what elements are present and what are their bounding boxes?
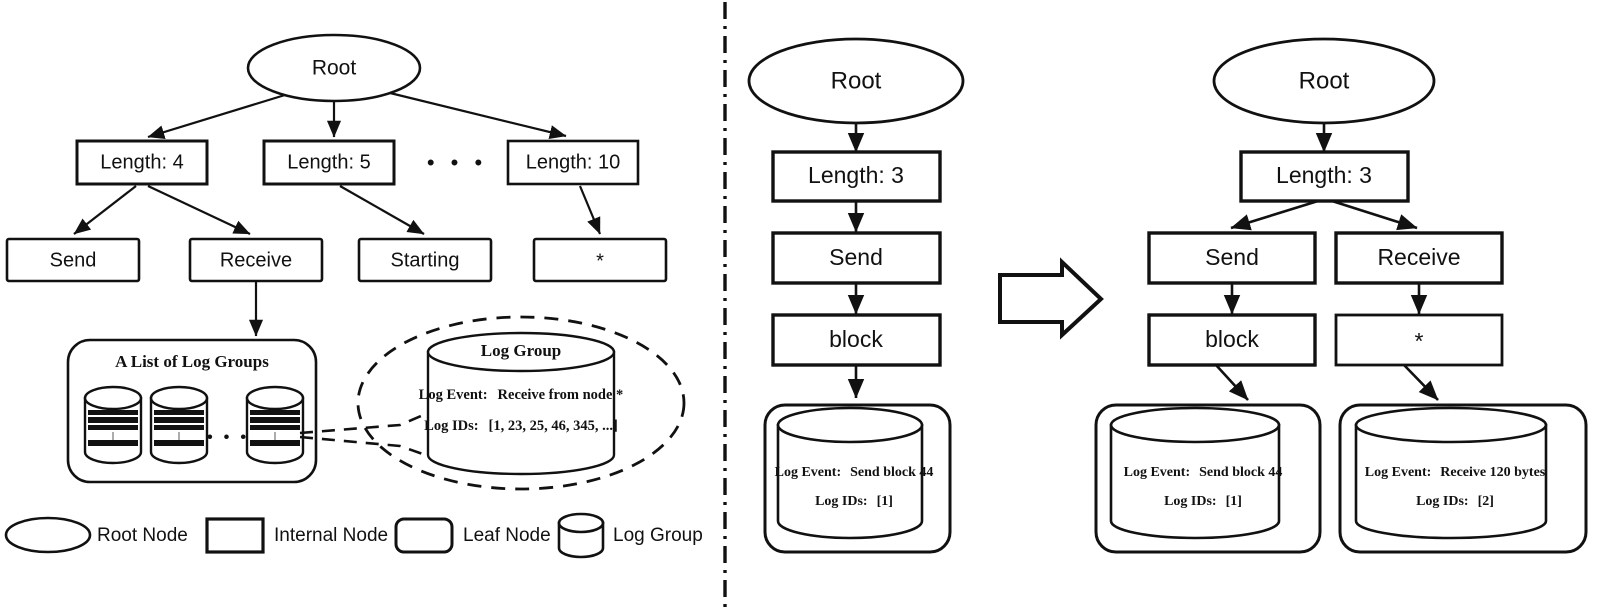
right-log-group-1-event: Log Event:Receive 120 bytes bbox=[1365, 465, 1546, 480]
left-leaf-label-2: Starting bbox=[391, 249, 460, 271]
left-root-edges bbox=[147, 91, 567, 139]
right-node-block[interactable]: block bbox=[1147, 313, 1317, 367]
legend-label-1: Internal Node bbox=[274, 525, 388, 546]
legend-item-log-group: Log Group bbox=[557, 512, 703, 559]
right-node-receive[interactable]: Receive bbox=[1334, 231, 1504, 285]
middle-chain-label-1: Send bbox=[829, 244, 883, 270]
left-callout-title: Log Group bbox=[481, 341, 561, 360]
middle-root-label: Root bbox=[831, 67, 882, 94]
right-edge-block-to-loggroup bbox=[1215, 364, 1249, 401]
right-edge-wildcard-to-loggroup bbox=[1403, 364, 1439, 401]
middle-node-send[interactable]: Send bbox=[771, 231, 942, 285]
left-leaf-label-3: * bbox=[596, 250, 604, 272]
right-node-send[interactable]: Send bbox=[1147, 231, 1317, 285]
left-log-group-list[interactable]: A List of Log Groups bbox=[66, 338, 318, 484]
legend-cylinder-icon bbox=[557, 512, 605, 559]
left-leaf-node-wildcard[interactable]: * bbox=[532, 237, 668, 283]
left-root-label: Root bbox=[312, 57, 357, 80]
legend-rounded-rectangle-icon bbox=[394, 517, 454, 554]
left-internal-ellipsis: • • • bbox=[427, 150, 487, 175]
left-internal-node-length-4[interactable]: Length: 4 bbox=[75, 139, 209, 186]
left-log-group-list-title: A List of Log Groups bbox=[115, 352, 269, 371]
legend-item-leaf-node: Leaf Node bbox=[394, 517, 551, 554]
right-branch-0-level2: block bbox=[1205, 326, 1259, 352]
left-callout-connector bbox=[299, 393, 471, 472]
left-panel: Root Length: 4 Length: 5 • • • Length: 1… bbox=[5, 33, 686, 491]
right-branch-1-level1: Receive bbox=[1377, 244, 1460, 270]
left-leaf-label-0: Send bbox=[50, 249, 97, 271]
legend-item-root-node: Root Node bbox=[4, 516, 188, 554]
middle-log-ids-line: Log IDs:[1] bbox=[815, 494, 893, 509]
left-internal-node-length-10[interactable]: Length: 10 bbox=[506, 139, 640, 186]
right-panel: Root Length: 3 Send block Log Event:Send… bbox=[1094, 37, 1588, 554]
left-leaf-node-starting[interactable]: Starting bbox=[357, 237, 493, 283]
left-internal-label-2: Length: 10 bbox=[526, 151, 621, 173]
legend-label-3: Log Group bbox=[613, 525, 703, 546]
right-log-group-0-ids: Log IDs:[1] bbox=[1164, 494, 1242, 509]
legend-ellipse-icon bbox=[4, 516, 92, 554]
middle-log-event-line: Log Event:Send block 44 bbox=[775, 465, 934, 480]
right-log-group-0-event: Log Event:Send block 44 bbox=[1124, 465, 1283, 480]
left-log-group-item-2[interactable] bbox=[149, 385, 209, 465]
right-node-wildcard[interactable]: * bbox=[1334, 313, 1504, 367]
legend-rectangle-icon bbox=[205, 517, 265, 554]
left-callout-ellipse bbox=[356, 315, 686, 491]
middle-panel: Root Length: 3 Send block Log Event:Send… bbox=[747, 37, 965, 554]
right-log-group-1-ids: Log IDs:[2] bbox=[1416, 494, 1494, 509]
right-node-length-3[interactable]: Length: 3 bbox=[1239, 150, 1410, 203]
middle-root-node[interactable]: Root bbox=[747, 37, 965, 125]
legend-item-internal-node: Internal Node bbox=[205, 517, 388, 554]
left-log-group-item-3[interactable] bbox=[245, 385, 305, 465]
right-branch-1-level2: * bbox=[1415, 328, 1424, 354]
middle-node-length-3[interactable]: Length: 3 bbox=[771, 150, 942, 203]
right-root-label: Root bbox=[1299, 67, 1350, 94]
left-internal-label-1: Length: 5 bbox=[287, 151, 370, 173]
legend: Root Node Internal Node Leaf Node Log Gr… bbox=[4, 512, 703, 559]
right-log-group-0[interactable]: Log Event:Send block 44 Log IDs:[1] bbox=[1094, 403, 1322, 554]
middle-chain-label-2: block bbox=[829, 326, 883, 352]
legend-label-2: Leaf Node bbox=[463, 525, 551, 546]
left-log-group-item-1[interactable] bbox=[83, 385, 143, 465]
right-branch-0-level1: Send bbox=[1205, 244, 1259, 270]
left-internal-label-0: Length: 4 bbox=[100, 151, 183, 173]
left-leaf-label-1: Receive bbox=[220, 249, 292, 271]
left-internal-edges bbox=[73, 185, 602, 235]
middle-chain-label-0: Length: 3 bbox=[808, 162, 904, 188]
middle-log-group[interactable]: Log Event:Send block 44 Log IDs:[1] bbox=[763, 403, 952, 554]
left-root-node[interactable]: Root bbox=[246, 33, 422, 103]
left-callout-log-ids: Log IDs:[1, 23, 25, 46, 345, ...] bbox=[424, 418, 618, 434]
right-root-node[interactable]: Root bbox=[1212, 37, 1436, 125]
middle-node-block[interactable]: block bbox=[771, 313, 942, 367]
left-leaf-node-receive[interactable]: Receive bbox=[188, 237, 324, 283]
left-leaf-node-send[interactable]: Send bbox=[5, 237, 141, 283]
left-callout-log-group[interactable]: Log Group Log Event:Receive from node * … bbox=[419, 331, 624, 476]
right-internal-label: Length: 3 bbox=[1276, 162, 1372, 188]
right-log-group-1[interactable]: Log Event:Receive 120 bytes Log IDs:[2] bbox=[1338, 403, 1588, 554]
transform-arrow-icon bbox=[998, 257, 1104, 340]
left-log-group-ellipsis: • • • bbox=[207, 427, 249, 446]
left-callout-log-event: Log Event:Receive from node * bbox=[419, 387, 624, 403]
legend-label-0: Root Node bbox=[97, 525, 188, 546]
right-branch-edges bbox=[1230, 199, 1418, 231]
left-internal-node-length-5[interactable]: Length: 5 bbox=[262, 139, 396, 186]
